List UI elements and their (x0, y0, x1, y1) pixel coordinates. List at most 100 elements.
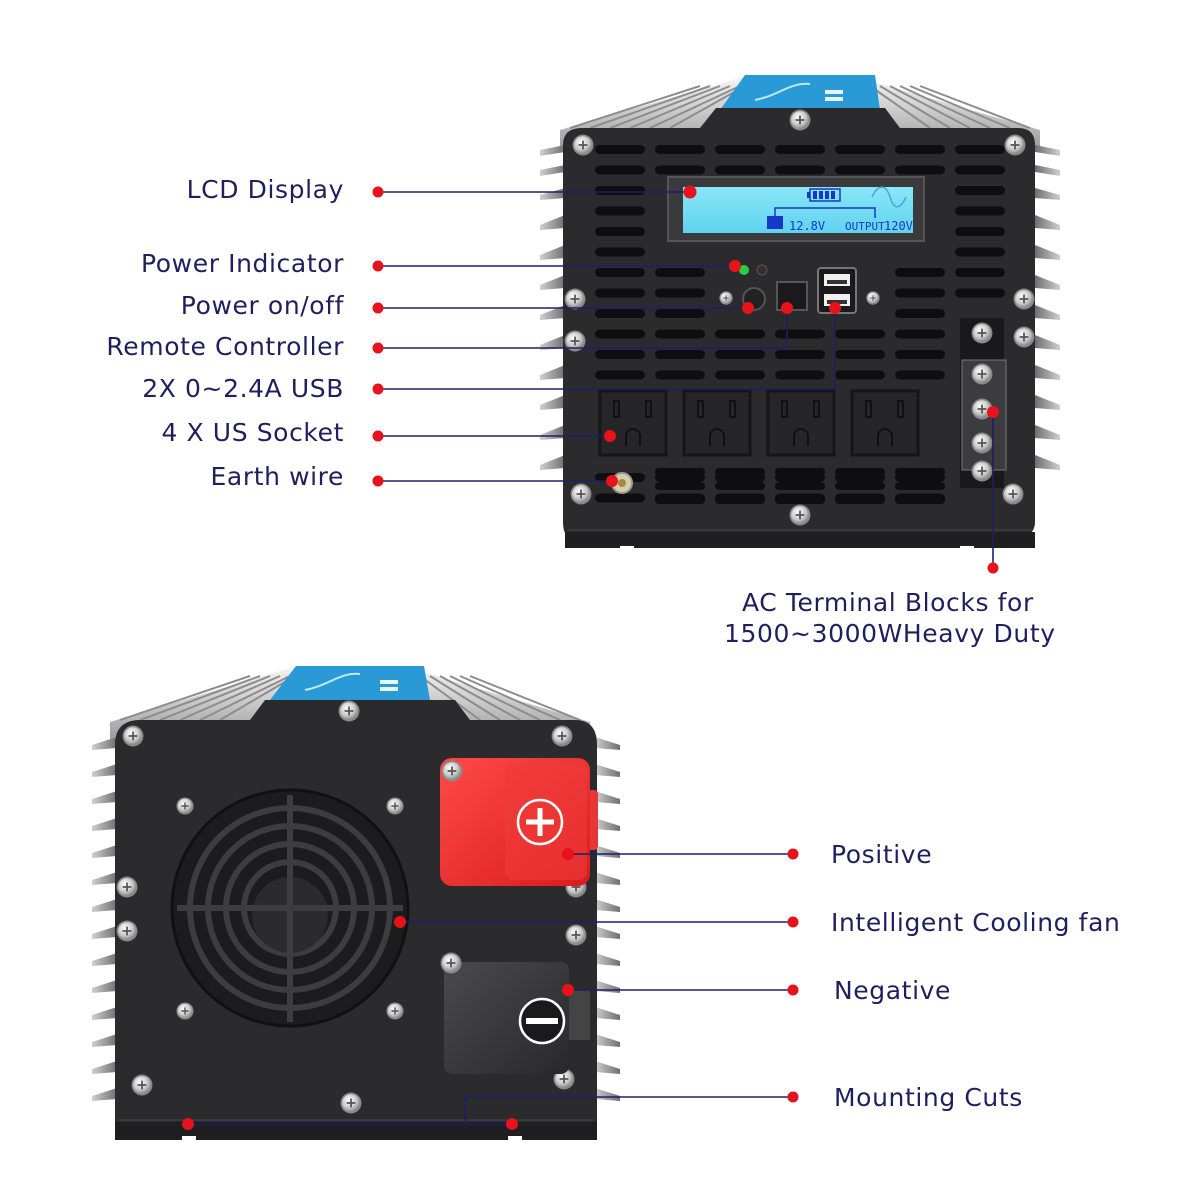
vent-slot (955, 268, 1005, 277)
vent-slot (955, 186, 1005, 195)
us-socket[interactable] (598, 389, 668, 457)
callout-dot (372, 186, 384, 198)
vent-slot (895, 309, 945, 318)
vent-slot (715, 370, 765, 380)
vent-slot (595, 329, 645, 339)
vent-slot (835, 329, 885, 339)
vent-slot (895, 329, 945, 339)
label-power-switch: Power on/off (180, 291, 344, 320)
vent-slot (835, 468, 885, 476)
vent-slot (895, 468, 945, 476)
vent-slot (595, 206, 645, 216)
rear-inverter-unit (92, 666, 620, 1142)
vent-slot (895, 165, 945, 175)
vent-slot (595, 288, 645, 298)
vent-slot (955, 165, 1005, 175)
vent-slot (835, 165, 885, 175)
vent-slot (655, 350, 705, 359)
vent-slot (895, 370, 945, 380)
label-power-indicator: Power Indicator (140, 249, 344, 278)
vent-slot (775, 350, 825, 359)
label-ac-terminal-line1: AC Terminal Blocks for (742, 588, 1034, 617)
vent-slot (595, 247, 645, 257)
vent-slot (655, 165, 705, 175)
vent-slot (835, 482, 885, 490)
vent-slot (595, 165, 645, 175)
battery-icon (767, 216, 783, 229)
front-callout-lines (378, 191, 994, 568)
vent-slot (595, 350, 645, 359)
vent-slot (715, 165, 765, 175)
vent-slot (955, 206, 1005, 216)
fault-indicator-led (756, 264, 768, 276)
vent-slot (775, 482, 825, 490)
vent-slot (655, 370, 705, 380)
cooling-fan (170, 788, 410, 1028)
vent-slot (955, 247, 1005, 257)
vent-slot (715, 496, 765, 504)
label-us-sockets: 4 X US Socket (161, 418, 344, 447)
vent-slot (655, 496, 705, 504)
vent-slot (715, 482, 765, 490)
vent-slot (775, 370, 825, 380)
label-cooling-fan: Intelligent Cooling fan (831, 908, 1121, 937)
vent-slot (655, 329, 705, 339)
vent-slot (715, 145, 765, 154)
front-base-plate (565, 532, 1035, 548)
vent-slot (775, 145, 825, 154)
vent-slot (595, 370, 645, 380)
vent-slot (895, 350, 945, 359)
vent-slot (715, 350, 765, 359)
power-indicator-led (739, 265, 749, 275)
lcd-output-label: OUTPUT: (845, 220, 891, 233)
vent-slot (955, 288, 1005, 298)
front-inverter-unit: 12.8V OUTPUT: 120V (540, 75, 1060, 552)
vent-slot (955, 145, 1005, 154)
vent-slot (895, 496, 945, 504)
sine-wave-icon (871, 186, 907, 208)
front-callout-dots (372, 185, 999, 574)
vent-slot (835, 350, 885, 359)
label-ac-terminal-line2: 1500~3000WHeavy Duty (724, 619, 1056, 648)
label-usb-ports: 2X 0~2.4A USB (142, 374, 344, 403)
vent-slot (595, 309, 645, 318)
vent-slot (595, 145, 645, 154)
vent-slot (655, 145, 705, 154)
battery-level-icon (807, 188, 841, 202)
label-remote-controller: Remote Controller (106, 332, 344, 361)
lcd-display: 12.8V OUTPUT: 120V (667, 176, 925, 242)
vent-slot (655, 468, 705, 476)
positive-symbol-icon (516, 798, 564, 846)
vent-slot (655, 309, 705, 318)
vent-slot (955, 227, 1005, 236)
label-earth-wire: Earth wire (210, 462, 344, 491)
us-socket[interactable] (850, 389, 920, 457)
us-sockets (598, 389, 920, 457)
usb-ports[interactable] (817, 267, 857, 314)
negative-terminal-cover[interactable] (440, 952, 590, 1074)
vent-slot (895, 268, 945, 277)
rear-callout-lines (188, 853, 793, 1125)
lcd-output-voltage: 120V (884, 219, 913, 233)
vent-slot (655, 268, 705, 277)
label-lcd-display: LCD Display (186, 175, 344, 204)
vent-slot (655, 482, 705, 490)
lcd-battery-voltage: 12.8V (789, 219, 825, 233)
us-socket[interactable] (766, 389, 836, 457)
vent-slot (835, 496, 885, 504)
top-label-sticker (720, 75, 880, 110)
vent-slot (775, 329, 825, 339)
label-negative: Negative (834, 976, 951, 1005)
positive-terminal-cover[interactable] (440, 758, 598, 886)
vent-slot (655, 288, 705, 298)
vent-slot (835, 145, 885, 154)
vent-slot (595, 493, 645, 503)
vent-slot (895, 288, 945, 298)
us-socket[interactable] (682, 389, 752, 457)
vent-slot (595, 227, 645, 236)
vent-slot (895, 482, 945, 490)
vent-slot (595, 268, 645, 277)
ac-terminal-block[interactable] (960, 318, 1007, 488)
label-mounting-cuts: Mounting Cuts (834, 1083, 1023, 1112)
